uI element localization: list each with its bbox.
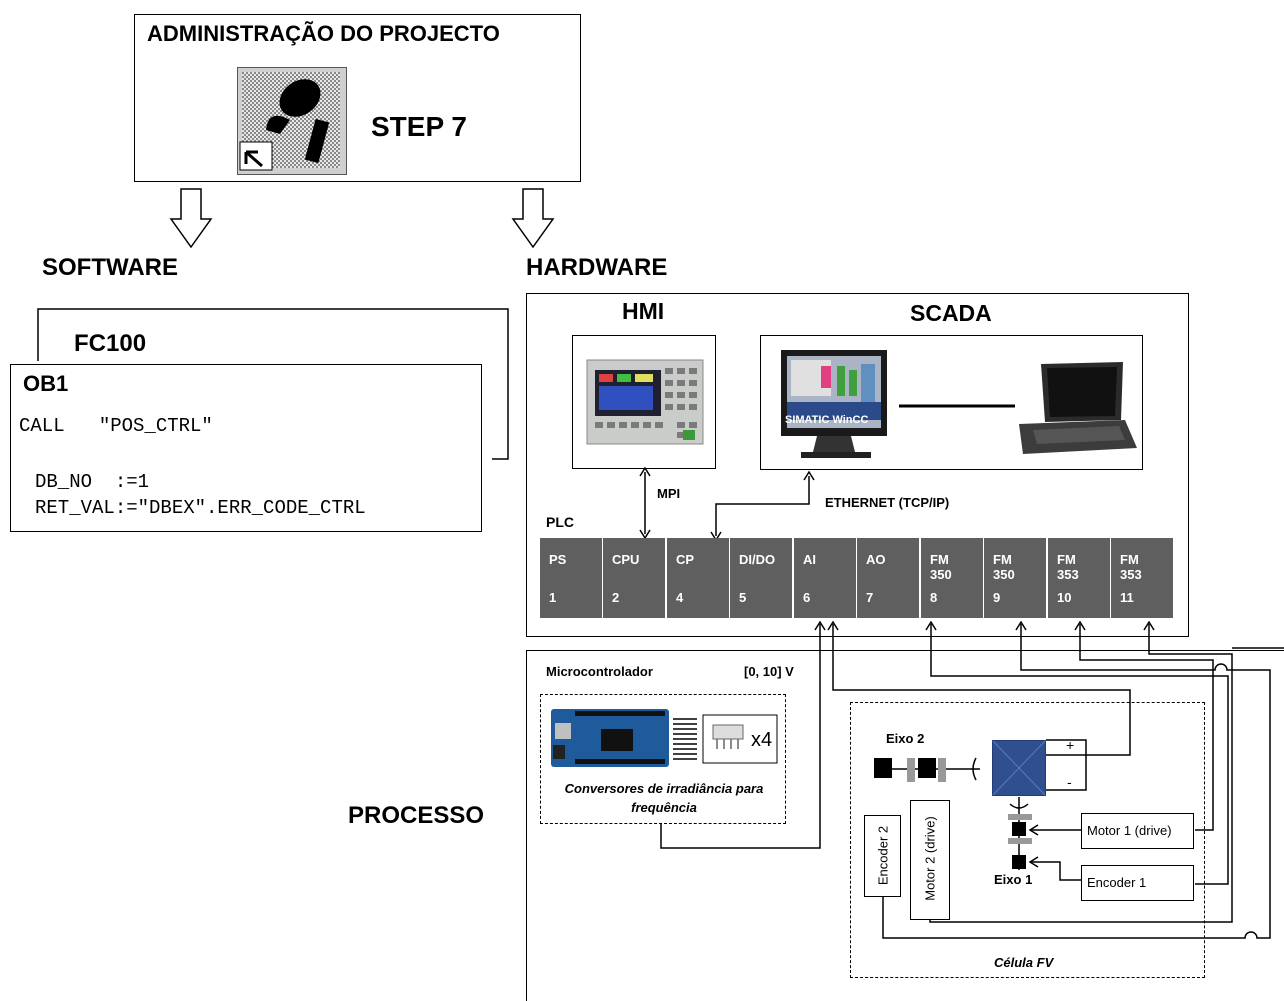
encoder2-box: Encoder 2 xyxy=(864,815,901,897)
step7-label: STEP 7 xyxy=(371,111,467,142)
scada-box: SIMATIC WinCC xyxy=(760,335,1143,470)
converters-label: Conversores de irradiância para frequênc… xyxy=(564,781,764,815)
pv-panel-icon xyxy=(991,739,1047,797)
scada-label: SCADA xyxy=(910,300,992,326)
ob1-label: OB1 xyxy=(23,371,69,396)
arrow-down-icon xyxy=(169,188,213,249)
fc100-label: FC100 xyxy=(74,330,147,357)
step7-icon[interactable] xyxy=(237,67,347,175)
pv-cell-box xyxy=(850,702,1205,978)
hmi-panel-icon xyxy=(586,359,704,445)
arrow-down-icon xyxy=(511,188,555,249)
code-line-dbno: DB_NO :=1 xyxy=(35,471,150,493)
plc-label: PLC xyxy=(546,514,574,530)
encoder1-box: Encoder 1 xyxy=(1081,865,1194,901)
motor1-label: Motor 1 (drive) xyxy=(1087,823,1172,838)
hmi-label: HMI xyxy=(622,298,665,324)
motor2-box: Motor 2 (drive) xyxy=(910,800,950,920)
wincc-label: SIMATIC WinCC xyxy=(785,414,869,426)
eixo1-label: Eixo 1 xyxy=(994,872,1033,887)
scada-monitor-icon xyxy=(781,350,1137,458)
arduino-board-icon xyxy=(551,709,778,767)
encoder1-label: Encoder 1 xyxy=(1087,875,1147,890)
mpi-label: MPI xyxy=(657,486,681,501)
process-frame xyxy=(526,650,1284,1001)
cell-label: Célula FV xyxy=(994,955,1054,970)
x4-label: x4 xyxy=(751,729,773,751)
software-heading: SOFTWARE xyxy=(42,254,178,281)
plus-label: + xyxy=(1066,737,1075,753)
eixo2-label: Eixo 2 xyxy=(886,731,925,746)
code-line-call: CALL "POS_CTRL" xyxy=(19,415,213,437)
process-heading: PROCESSO xyxy=(348,802,485,829)
code-line-retval: RET_VAL:="DBEX".ERR_CODE_CTRL xyxy=(35,497,366,519)
minus-label: - xyxy=(1067,774,1072,790)
hardware-heading: HARDWARE xyxy=(526,254,668,281)
range-label: [0, 10] V xyxy=(744,664,794,679)
ob1-box: OB1 CALL "POS_CTRL" DB_NO :=1 RET_VAL:="… xyxy=(10,364,482,532)
micro-label: Microcontrolador xyxy=(546,664,653,679)
fc100-frame xyxy=(37,308,509,460)
hmi-box xyxy=(572,335,716,469)
motor1-box: Motor 1 (drive) xyxy=(1081,813,1194,849)
ethernet-label: ETHERNET (TCP/IP) xyxy=(825,495,950,510)
project-title: ADMINISTRAÇÃO DO PROJECTO xyxy=(147,21,500,46)
project-box: ADMINISTRAÇÃO DO PROJECTO STEP 7 xyxy=(134,14,581,182)
microcontroller-box: x4 Conversores de irradiância para frequ… xyxy=(540,694,786,824)
